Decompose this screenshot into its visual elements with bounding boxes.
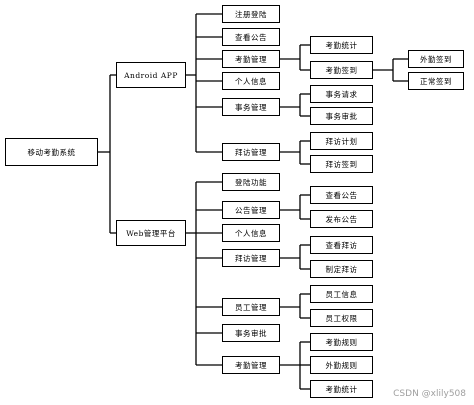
node-android-affairs-request-label: 事务请求 [325, 89, 358, 99]
node-web-staff: 员工管理 [222, 298, 280, 316]
node-web-attendance-stats-label: 考勤统计 [325, 384, 358, 394]
node-android-visit-checkin-label: 拜访签到 [325, 159, 358, 169]
node-android-app-label: Android APP [124, 70, 178, 80]
node-android-normal-checkin-label: 正常签到 [420, 76, 452, 86]
node-android-normal-checkin: 正常签到 [408, 72, 464, 90]
node-web-staff-info: 员工信息 [310, 285, 373, 303]
node-android-view-notice-label: 查看公告 [235, 32, 267, 42]
node-web-notice-publish-label: 发布公告 [325, 214, 358, 224]
node-web-staff-info-label: 员工信息 [325, 289, 358, 299]
node-android-affairs-approve-label: 事务审批 [325, 111, 358, 121]
node-web-notice-view-label: 查看公告 [325, 190, 358, 200]
node-web-visit-view: 查看拜访 [310, 236, 373, 254]
node-root-label: 移动考勤系统 [27, 147, 76, 157]
node-android-affairs-label: 事务管理 [235, 102, 267, 112]
node-android-profile-label: 个人信息 [235, 76, 267, 86]
node-web-notice: 公告管理 [222, 201, 280, 219]
node-android-profile: 个人信息 [222, 72, 280, 90]
node-web-platform-label: Web管理平台 [126, 228, 176, 238]
node-android-visit-checkin: 拜访签到 [310, 155, 373, 173]
node-web-staff-permissions: 员工权限 [310, 309, 373, 327]
node-android-attendance-stats: 考勤统计 [310, 36, 373, 54]
node-android-attendance-stats-label: 考勤统计 [325, 40, 358, 50]
node-android-register: 注册登陆 [222, 5, 280, 23]
node-web-login-label: 登陆功能 [235, 177, 267, 187]
node-web-attendance-field-label: 外勤规则 [325, 360, 358, 370]
node-web-login: 登陆功能 [222, 173, 280, 191]
node-web-notice-label: 公告管理 [235, 205, 267, 215]
node-android-field-checkin: 外勤签到 [408, 50, 464, 68]
node-web-attendance-field: 外勤规则 [310, 356, 373, 374]
node-android-app: Android APP [116, 62, 186, 88]
node-web-visit-create: 制定拜访 [310, 260, 373, 278]
node-web-staff-label: 员工管理 [235, 302, 267, 312]
node-android-visit-label: 拜访管理 [235, 147, 267, 157]
node-android-affairs: 事务管理 [222, 98, 280, 116]
node-android-visit-plan: 拜访计划 [310, 132, 373, 150]
node-android-field-checkin-label: 外勤签到 [420, 54, 452, 64]
node-android-attendance-checkin-label: 考勤签到 [325, 65, 358, 75]
watermark: CSDN @xlily508 [393, 389, 466, 399]
node-web-affairs-approve-label: 事务审批 [235, 328, 267, 338]
node-web-attendance-rules: 考勤规则 [310, 333, 373, 351]
node-web-visit-view-label: 查看拜访 [325, 240, 358, 250]
node-android-affairs-request: 事务请求 [310, 85, 373, 103]
node-web-platform: Web管理平台 [116, 220, 186, 246]
node-android-affairs-approve: 事务审批 [310, 107, 373, 125]
node-android-attendance-checkin: 考勤签到 [310, 61, 373, 79]
node-web-attendance: 考勤管理 [222, 356, 280, 374]
node-android-attendance-label: 考勤管理 [235, 54, 267, 64]
node-web-attendance-stats: 考勤统计 [310, 380, 373, 398]
node-web-profile-label: 个人信息 [235, 228, 267, 238]
node-web-notice-view: 查看公告 [310, 186, 373, 204]
node-web-attendance-rules-label: 考勤规则 [325, 337, 358, 347]
node-android-view-notice: 查看公告 [222, 28, 280, 46]
node-web-staff-permissions-label: 员工权限 [325, 313, 358, 323]
node-root: 移动考勤系统 [5, 138, 98, 166]
node-android-attendance: 考勤管理 [222, 50, 280, 68]
node-web-affairs-approve: 事务审批 [222, 324, 280, 342]
node-web-visit-label: 拜访管理 [235, 253, 267, 263]
node-web-attendance-label: 考勤管理 [235, 360, 267, 370]
node-android-register-label: 注册登陆 [235, 9, 267, 19]
node-web-notice-publish: 发布公告 [310, 210, 373, 228]
node-android-visit: 拜访管理 [222, 143, 280, 161]
node-web-visit: 拜访管理 [222, 249, 280, 267]
node-web-profile: 个人信息 [222, 224, 280, 242]
node-android-visit-plan-label: 拜访计划 [325, 136, 358, 146]
node-web-visit-create-label: 制定拜访 [325, 264, 358, 274]
